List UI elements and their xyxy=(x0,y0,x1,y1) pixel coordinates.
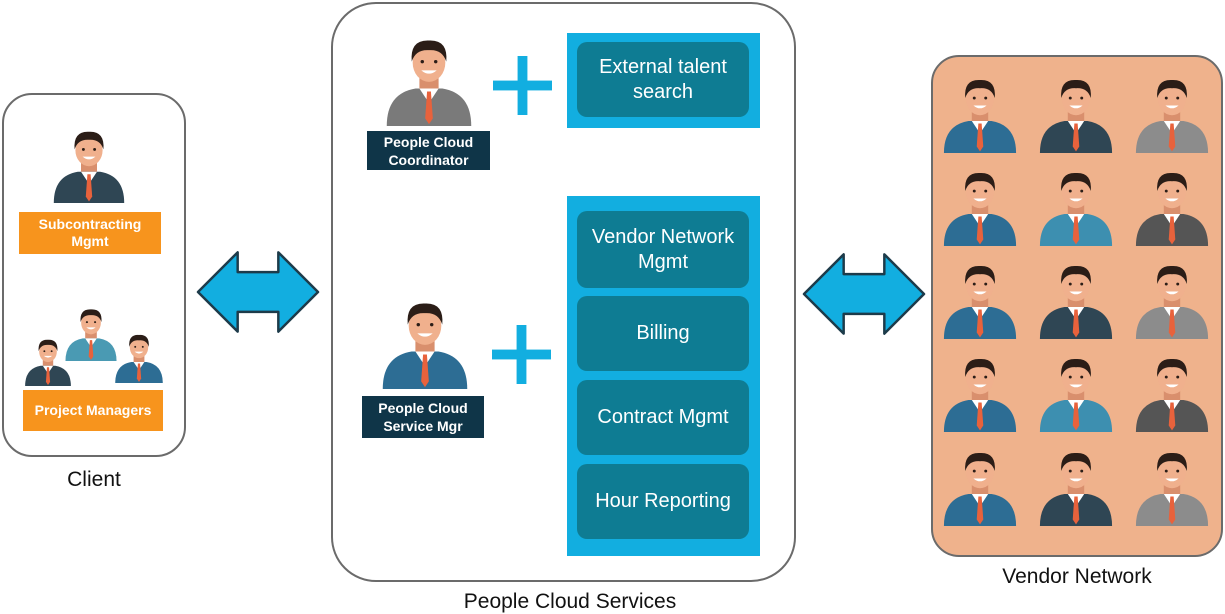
subcontracting-person-icon xyxy=(49,118,129,208)
service-item-billing: Billing xyxy=(577,296,749,371)
vendor-person-icon xyxy=(1131,68,1213,156)
services-caption: People Cloud Services xyxy=(463,590,677,613)
vendor-person-icon xyxy=(1035,161,1117,249)
client-services-double-arrow-icon xyxy=(196,250,320,334)
plus-icon xyxy=(493,56,552,115)
vendor-person-icon xyxy=(1131,347,1213,435)
client-caption: Client xyxy=(67,468,121,491)
plus-icon xyxy=(492,325,551,384)
project-manager-person-icon xyxy=(22,330,74,390)
vendor-person-icon xyxy=(1035,68,1117,156)
vendor-person-icon xyxy=(939,254,1021,342)
vendor-person-icon xyxy=(1131,254,1213,342)
service-item-contract-mgmt: Contract Mgmt xyxy=(577,380,749,455)
external-talent-box: External talent search xyxy=(577,42,749,117)
client-panel xyxy=(2,93,186,457)
vendor-person-icon xyxy=(1131,441,1213,529)
vendor-person-icon xyxy=(1035,441,1117,529)
service-mgr-label: People Cloud Service Mgr xyxy=(362,396,484,438)
vendor-person-icon xyxy=(939,161,1021,249)
services-vendor-double-arrow-icon xyxy=(802,252,926,336)
service-mgr-person-icon xyxy=(377,286,473,396)
vendor-person-icon xyxy=(1131,161,1213,249)
vendor-person-icon xyxy=(939,441,1021,529)
services-panel xyxy=(331,2,796,582)
vendor-person-icon xyxy=(939,68,1021,156)
vendor-person-icon xyxy=(939,347,1021,435)
service-item-hour-reporting: Hour Reporting xyxy=(577,464,749,539)
vendor-person-icon xyxy=(1035,347,1117,435)
vendor-person-icon xyxy=(1035,254,1117,342)
vendor-caption: Vendor Network xyxy=(1002,565,1152,588)
subcontracting-mgmt-label: Subcontracting Mgmt xyxy=(19,212,161,254)
coordinator-person-icon xyxy=(381,24,477,132)
coordinator-label: People Cloud Coordinator xyxy=(367,131,490,170)
project-manager-person-icon xyxy=(112,322,166,390)
service-item-vendor-network: Vendor Network Mgmt xyxy=(577,211,749,288)
project-managers-label: Project Managers xyxy=(23,390,163,431)
